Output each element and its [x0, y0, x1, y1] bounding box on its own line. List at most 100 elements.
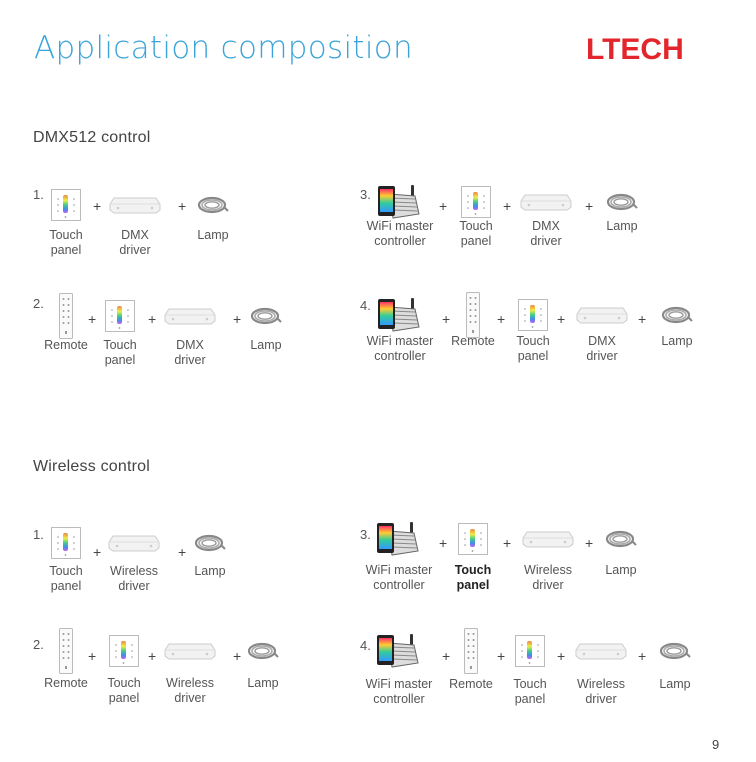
device-label: Lamp — [247, 676, 279, 690]
driver-icon — [521, 528, 575, 555]
section-title-wireless: Wireless control — [33, 458, 151, 475]
led-strip-icon — [605, 528, 637, 555]
plus-sign: + — [503, 535, 512, 551]
brand-logo: LTECH — [586, 33, 684, 66]
device-label: Lamp — [194, 564, 226, 578]
driver-icon — [108, 194, 162, 221]
plus-sign: + — [638, 648, 647, 664]
led-strip-icon — [197, 194, 229, 221]
driver-icon — [107, 532, 161, 559]
plus-sign: + — [439, 535, 448, 551]
plus-sign: + — [585, 535, 594, 551]
touch-panel-icon — [51, 189, 81, 226]
plus-sign: + — [638, 311, 647, 327]
wifi-controller-icon — [377, 297, 423, 338]
plus-sign: + — [439, 198, 448, 214]
remote-icon — [59, 293, 73, 344]
config-number: 4. — [360, 298, 371, 313]
plus-sign: + — [148, 311, 157, 327]
led-strip-icon — [661, 304, 693, 331]
plus-sign: + — [233, 311, 242, 327]
driver-icon — [519, 191, 573, 218]
config-number: 2. — [33, 637, 44, 652]
remote-icon — [464, 628, 478, 679]
plus-sign: + — [442, 311, 451, 327]
device-label: Lamp — [250, 338, 282, 352]
remote-icon — [466, 292, 480, 343]
config-number: 3. — [360, 527, 371, 542]
touch-panel-icon — [515, 635, 545, 672]
touch-panel-icon — [518, 299, 548, 336]
device-label: Lamp — [659, 677, 691, 691]
page-number: 9 — [712, 737, 720, 752]
touch-panel-icon — [109, 635, 139, 672]
driver-icon — [163, 640, 217, 667]
led-strip-icon — [194, 532, 226, 559]
touch-panel-icon — [461, 186, 491, 223]
driver-icon — [575, 304, 629, 331]
config-number: 1. — [33, 527, 44, 542]
device-label: Remote — [451, 334, 495, 348]
plus-sign: + — [233, 648, 242, 664]
remote-icon — [59, 628, 73, 679]
plus-sign: + — [497, 648, 506, 664]
device-label: Lamp — [197, 228, 229, 242]
plus-sign: + — [178, 544, 187, 560]
touch-panel-icon — [105, 300, 135, 337]
led-strip-icon — [659, 640, 691, 667]
config-number: 3. — [360, 187, 371, 202]
config-number: 2. — [33, 296, 44, 311]
device-label: Remote — [44, 676, 88, 690]
touch-panel-icon — [51, 527, 81, 564]
plus-sign: + — [503, 198, 512, 214]
plus-sign: + — [557, 311, 566, 327]
plus-sign: + — [93, 544, 102, 560]
plus-sign: + — [88, 648, 97, 664]
device-label: Lamp — [605, 563, 637, 577]
wifi-controller-icon — [376, 521, 422, 562]
led-strip-icon — [250, 305, 282, 332]
wifi-controller-icon — [377, 184, 423, 225]
driver-icon — [163, 305, 217, 332]
plus-sign: + — [585, 198, 594, 214]
device-label: Lamp — [606, 219, 638, 233]
device-label: Lamp — [661, 334, 693, 348]
plus-sign: + — [93, 198, 102, 214]
wifi-controller-icon — [376, 633, 422, 674]
config-number: 1. — [33, 187, 44, 202]
plus-sign: + — [88, 311, 97, 327]
touch-panel-icon — [458, 523, 488, 560]
driver-icon — [574, 640, 628, 667]
plus-sign: + — [497, 311, 506, 327]
led-strip-icon — [247, 640, 279, 667]
led-strip-icon — [606, 191, 638, 218]
device-label: Remote — [449, 677, 493, 691]
config-number: 4. — [360, 638, 371, 653]
plus-sign: + — [148, 648, 157, 664]
plus-sign: + — [442, 648, 451, 664]
device-label: Remote — [44, 338, 88, 352]
plus-sign: + — [557, 648, 566, 664]
section-title-dmx: DMX512 control — [33, 129, 151, 146]
page-title: Application composition — [34, 30, 413, 66]
